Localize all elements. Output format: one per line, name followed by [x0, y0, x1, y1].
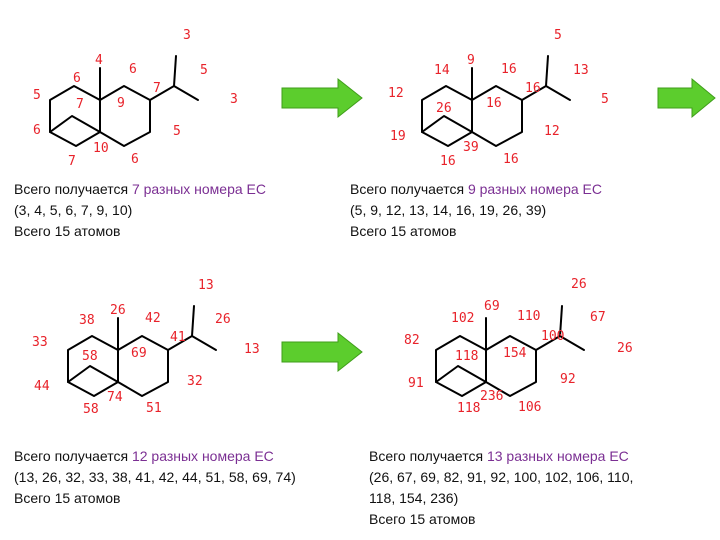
- label: 5: [601, 92, 609, 107]
- label: 5: [200, 63, 208, 78]
- label: 4: [95, 53, 103, 68]
- caption-line-2: (3, 4, 5, 6, 7, 9, 10): [14, 202, 133, 218]
- label: 69: [484, 299, 500, 314]
- caption-line-3: Всего 15 атомов: [14, 223, 121, 239]
- label: 42: [145, 311, 161, 326]
- arrow-right-icon: [657, 77, 716, 119]
- caption-line-1: Всего получается 12 разных номера ЕС: [14, 448, 274, 464]
- label: 39: [463, 140, 479, 155]
- label: 91: [408, 376, 424, 391]
- label: 12: [544, 124, 560, 139]
- label: 26: [436, 101, 452, 116]
- label: 16: [501, 62, 517, 77]
- label: 9: [467, 53, 475, 68]
- label: 26: [110, 303, 126, 318]
- label: 58: [82, 349, 98, 364]
- label: 13: [198, 278, 214, 293]
- caption-line-2: (26, 67, 69, 82, 91, 92, 100, 102, 106, …: [369, 469, 634, 485]
- arrow-right-icon: [281, 331, 363, 373]
- caption-line-1: Всего получается 13 разных номера ЕС: [369, 448, 629, 464]
- label: 100: [541, 329, 564, 344]
- label: 19: [390, 129, 406, 144]
- caption-line-4: Всего 15 атомов: [369, 511, 476, 527]
- label: 26: [215, 312, 231, 327]
- label: 41: [170, 330, 186, 345]
- label: 118: [455, 349, 478, 364]
- label: 13: [573, 63, 589, 78]
- caption-line-3: 118, 154, 236): [369, 490, 459, 506]
- label: 51: [146, 401, 162, 416]
- label: 3: [183, 28, 191, 43]
- label: 13: [244, 342, 260, 357]
- label: 58: [83, 402, 99, 417]
- caption-count: 12 разных номера ЕС: [131, 448, 274, 464]
- arrow-right-icon: [281, 77, 363, 119]
- labels-panel-1: 3 4 6 5 5 6 7 7 9 3 6 10 5 7 6: [33, 28, 238, 169]
- caption-panel-3: Всего получается 12 разных номера ЕС (13…: [14, 446, 296, 509]
- label: 6: [129, 62, 137, 77]
- molecule-panel-2: 5 9 14 16 13 12 16 26 16 5 19 39 12 16 1…: [388, 28, 609, 169]
- label: 38: [79, 313, 95, 328]
- caption-count: 9 разных номера ЕС: [467, 181, 603, 197]
- label: 16: [486, 96, 502, 111]
- caption-count: 13 разных номера ЕС: [486, 448, 629, 464]
- label: 16: [440, 154, 456, 169]
- caption-line-3: Всего 15 атомов: [14, 490, 121, 506]
- label: 5: [173, 124, 181, 139]
- caption-line-2: (5, 9, 12, 13, 14, 16, 19, 26, 39): [350, 202, 547, 218]
- label: 14: [434, 63, 450, 78]
- label: 44: [34, 379, 50, 394]
- label: 26: [571, 277, 587, 292]
- label: 5: [33, 88, 41, 103]
- label: 82: [404, 333, 420, 348]
- label: 7: [76, 97, 84, 112]
- label: 74: [107, 390, 123, 405]
- label: 6: [33, 123, 41, 138]
- label: 10: [93, 141, 109, 156]
- label: 3: [230, 92, 238, 107]
- caption-line-3: Всего 15 атомов: [350, 223, 457, 239]
- caption-panel-2: Всего получается 9 разных номера ЕС (5, …: [350, 179, 602, 242]
- label: 16: [525, 81, 541, 96]
- label: 9: [117, 96, 125, 111]
- label: 106: [518, 400, 541, 415]
- label: 26: [617, 341, 633, 356]
- label: 69: [131, 346, 147, 361]
- label: 236: [480, 389, 503, 404]
- labels-panel-2: 5 9 14 16 13 12 16 26 16 5 19 39 12 16 1…: [388, 28, 609, 169]
- caption-count: 7 разных номера ЕС: [131, 181, 267, 197]
- label: 16: [503, 152, 519, 167]
- label: 110: [517, 309, 540, 324]
- label: 118: [457, 401, 480, 416]
- label: 32: [187, 374, 203, 389]
- molecule-panel-1: 3 4 6 5 5 6 7 7 9 3 6 10 5 7 6: [33, 28, 238, 169]
- molecule-panel-4: 26 69 102 110 67 82 100 118 154 26 91 92…: [404, 277, 633, 416]
- label: 92: [560, 372, 576, 387]
- label: 7: [68, 154, 76, 169]
- label: 102: [451, 311, 474, 326]
- caption-panel-4: Всего получается 13 разных номера ЕС (26…: [369, 446, 633, 530]
- label: 67: [590, 310, 606, 325]
- caption-line-1: Всего получается 9 разных номера ЕС: [350, 181, 603, 197]
- caption-panel-1: Всего получается 7 разных номера ЕС (3, …: [14, 179, 266, 242]
- molecule-panel-3: 13 26 38 42 26 33 41 58 69 13 44 32 74 5…: [32, 278, 260, 417]
- label: 12: [388, 86, 404, 101]
- label: 5: [554, 28, 562, 43]
- label: 154: [503, 346, 527, 361]
- label: 6: [131, 152, 139, 167]
- label: 33: [32, 335, 48, 350]
- caption-line-1: Всего получается 7 разных номера ЕС: [14, 181, 267, 197]
- labels-panel-3: 13 26 38 42 26 33 41 58 69 13 44 32 74 5…: [32, 278, 260, 417]
- caption-line-2: (13, 26, 32, 33, 38, 41, 42, 44, 51, 58,…: [14, 469, 296, 485]
- label: 7: [153, 81, 161, 96]
- label: 6: [73, 71, 81, 86]
- labels-panel-4: 26 69 102 110 67 82 100 118 154 26 91 92…: [404, 277, 633, 416]
